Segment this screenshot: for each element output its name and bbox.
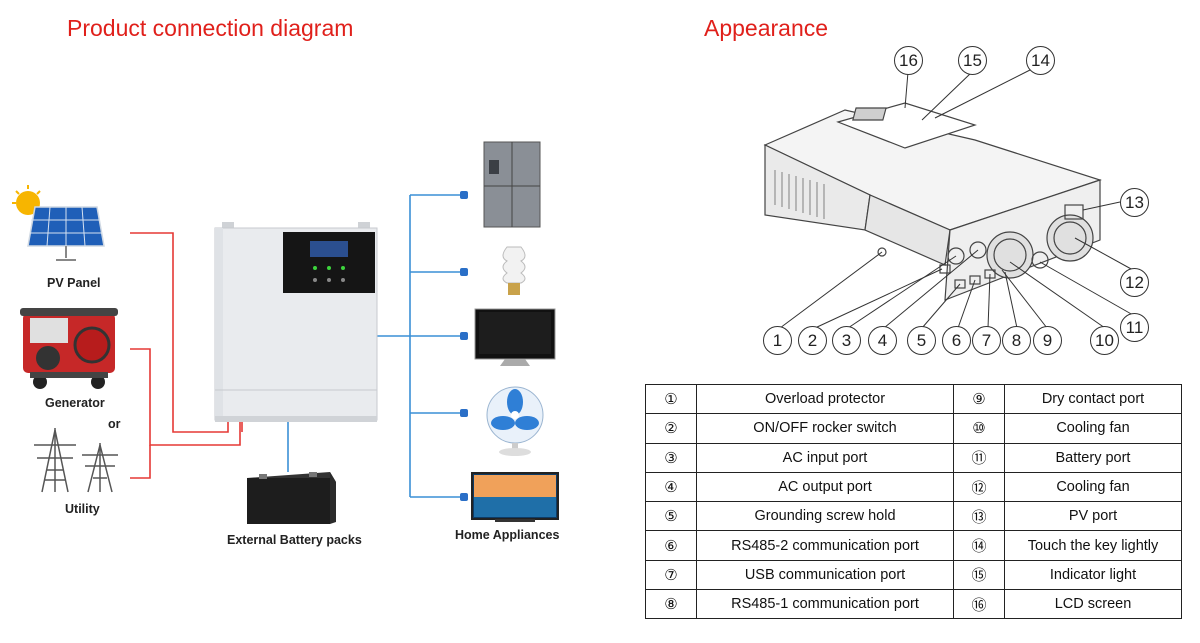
legend-number: ⑬ [953,501,1005,532]
utility-tower-icon [34,428,118,493]
legend-number: ③ [645,442,697,473]
legend-number: ⑧ [645,589,697,620]
legend-number: ① [645,383,697,415]
table-row: ① Overload protector ⑨ Dry contact port [645,383,1182,415]
legend-number: ⑫ [953,471,1005,503]
legend-number: ⑭ [953,530,1005,561]
fridge-icon [483,141,541,228]
table-row: ⑤ Grounding screw hold ⑬ PV port [645,501,1182,532]
legend-description: AC output port [696,471,954,503]
utility-label: Utility [65,502,100,516]
callout-3: 3 [832,326,861,355]
inverter-unit [214,222,378,422]
legend-description: RS485-1 communication port [696,589,954,620]
callout-5: 5 [907,326,936,355]
generator-label: Generator [45,396,105,410]
tv-icon [471,472,559,522]
legend-description: Touch the key lightly [1004,530,1182,561]
callout-16: 16 [894,46,923,75]
appearance-inverter-drawing [763,102,1102,301]
pv-panel-label: PV Panel [47,276,101,290]
home-appliances-label: Home Appliances [455,528,560,542]
callout-8: 8 [1002,326,1031,355]
legend-number: ⑥ [645,530,697,561]
connection-diagram-title: Product connection diagram [67,15,354,41]
generator-icon [20,308,118,389]
callout-4: 4 [868,326,897,355]
legend-description: Grounding screw hold [696,501,954,532]
table-row: ⑧ RS485-1 communication port ⑯ LCD scree… [645,589,1182,620]
callout-12: 12 [1120,268,1149,297]
pv-panel-icon [12,185,105,261]
legend-number: ⑮ [953,559,1005,591]
blue-wires [287,194,462,498]
callout-2: 2 [798,326,827,355]
callout-9: 9 [1033,326,1062,355]
table-row: ④ AC output port ⑫ Cooling fan [645,471,1182,503]
callout-15: 15 [958,46,987,75]
plug-icons [460,191,468,501]
appearance-title: Appearance [704,15,829,41]
legend-description: AC input port [696,442,954,473]
legend-description: LCD screen [1004,589,1182,620]
legend-description: Cooling fan [1004,471,1182,503]
callout-13: 13 [1120,188,1149,217]
callout-7: 7 [972,326,1001,355]
callout-6: 6 [942,326,971,355]
legend-description: Battery port [1004,442,1182,473]
callout-leaders [779,69,1134,329]
legend-number: ⑨ [953,383,1005,415]
table-row: ⑥ RS485-2 communication port ⑭ Touch the… [645,530,1182,561]
legend-description: Indicator light [1004,559,1182,591]
or-label: or [108,417,121,431]
legend-description: Dry contact port [1004,383,1182,415]
parts-legend-table: ① Overload protector ⑨ Dry contact port … [645,383,1182,620]
legend-number: ⑯ [953,589,1005,620]
legend-description: PV port [1004,501,1182,532]
callout-1: 1 [763,326,792,355]
legend-number: ⑪ [953,442,1005,473]
table-row: ② ON/OFF rocker switch ⑩ Cooling fan [645,413,1182,444]
table-row: ⑦ USB communication port ⑮ Indicator lig… [645,559,1182,591]
fan-icon [486,386,544,456]
legend-description: USB communication port [696,559,954,591]
callout-11: 11 [1120,313,1149,342]
legend-description: Overload protector [696,383,954,415]
bulb-icon [502,246,526,295]
legend-number: ⑤ [645,501,697,532]
legend-number: ② [645,413,697,444]
legend-number: ⑩ [953,413,1005,444]
legend-description: ON/OFF rocker switch [696,413,954,444]
callout-10: 10 [1090,326,1119,355]
legend-description: RS485-2 communication port [696,530,954,561]
legend-number: ④ [645,471,697,503]
legend-number: ⑦ [645,559,697,591]
battery-icon [247,472,336,524]
table-row: ③ AC input port ⑪ Battery port [645,442,1182,473]
callout-14: 14 [1026,46,1055,75]
legend-description: Cooling fan [1004,413,1182,444]
battery-label: External Battery packs [227,533,362,547]
monitor-icon [474,308,556,366]
